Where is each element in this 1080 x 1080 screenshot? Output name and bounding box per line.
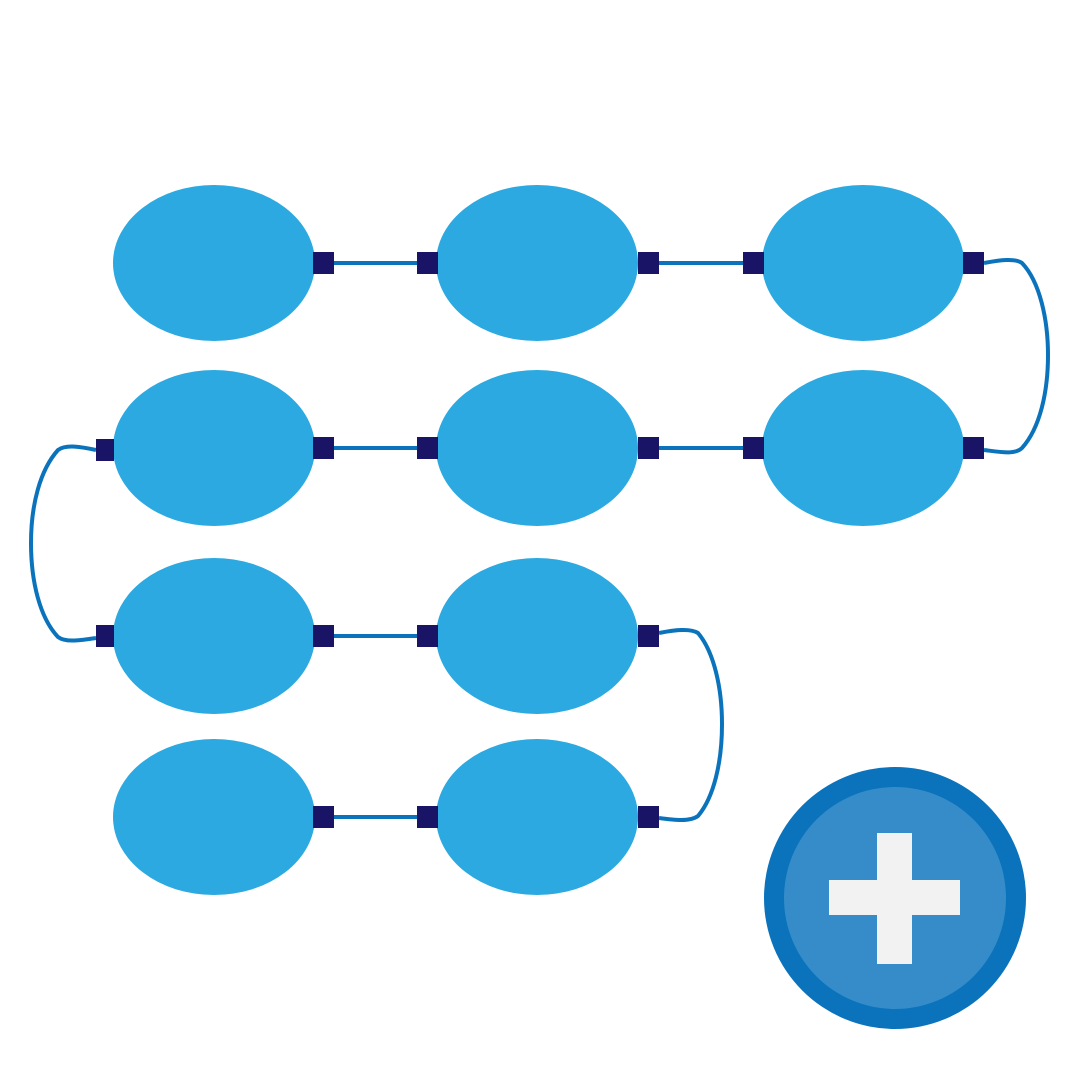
port-r2-2-out[interactable] [638, 437, 659, 459]
port-r2-3-in[interactable] [743, 437, 764, 459]
port-r3-2-out[interactable] [638, 625, 659, 647]
add-node-button[interactable] [764, 767, 1026, 1029]
port-r1-3-out[interactable] [963, 252, 984, 274]
node-r4-1[interactable] [113, 739, 315, 895]
port-r1-1-out[interactable] [313, 252, 334, 274]
loop-connector-right-r3-r4 [658, 628, 725, 822]
port-r4-1-out[interactable] [313, 806, 334, 828]
node-r1-2[interactable] [436, 185, 638, 341]
port-r1-3-in[interactable] [743, 252, 764, 274]
port-r1-2-in[interactable] [417, 252, 438, 274]
port-r3-2-in[interactable] [417, 625, 438, 647]
node-r4-2[interactable] [436, 739, 638, 895]
node-r2-2[interactable] [436, 370, 638, 526]
port-r4-2-in[interactable] [417, 806, 438, 828]
port-r2-2-in[interactable] [417, 437, 438, 459]
port-r2-3-out[interactable] [963, 437, 984, 459]
node-r1-3[interactable] [762, 185, 964, 341]
node-layer [113, 185, 964, 895]
port-r4-2-out[interactable] [638, 806, 659, 828]
node-r3-2[interactable] [436, 558, 638, 714]
plus-icon [829, 833, 960, 964]
port-r2-1-in[interactable] [96, 439, 114, 461]
node-r2-1[interactable] [113, 370, 315, 526]
port-r1-2-out[interactable] [638, 252, 659, 274]
node-r1-1[interactable] [113, 185, 315, 341]
loop-connector-right-r1-r2 [983, 258, 1051, 455]
port-r2-1-out[interactable] [313, 437, 334, 459]
loop-connector-left-r2-r3 [28, 444, 97, 643]
node-r3-1[interactable] [113, 558, 315, 714]
port-r3-1-in[interactable] [96, 625, 114, 647]
port-layer [96, 252, 984, 828]
connector-layer [28, 258, 1051, 822]
port-r3-1-out[interactable] [313, 625, 334, 647]
node-r2-3[interactable] [762, 370, 964, 526]
